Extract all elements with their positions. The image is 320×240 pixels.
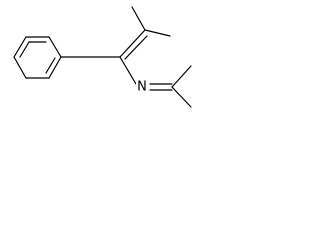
nitrogen-atom: N <box>136 79 148 95</box>
benzene-ring <box>13 36 62 79</box>
imine-double-bond <box>149 83 173 91</box>
ring-bond-5 <box>13 56 27 79</box>
alkene-bond-inner <box>124 35 148 60</box>
ring-bond-6 <box>13 36 27 58</box>
carbon-to-nitrogen-bond <box>119 56 137 85</box>
imine-methyl-down <box>171 86 192 108</box>
ring-inner-double-right <box>45 57 56 74</box>
molecule-diagram: N <box>13 6 192 108</box>
imine-methyl-up <box>171 65 192 88</box>
ring-bond-3 <box>48 56 62 79</box>
chemical-structure-canvas: N <box>0 0 206 145</box>
alkene-bond-outer <box>119 29 146 58</box>
nitrogen-label: N <box>137 80 147 95</box>
nitrogen-label-background <box>136 79 148 94</box>
ring-bond-2 <box>48 36 62 58</box>
ring-inner-double-left <box>19 41 30 58</box>
methyl-bond-right <box>144 29 171 37</box>
alkene-double-bond <box>119 29 148 60</box>
methyl-bond-top <box>131 6 146 31</box>
